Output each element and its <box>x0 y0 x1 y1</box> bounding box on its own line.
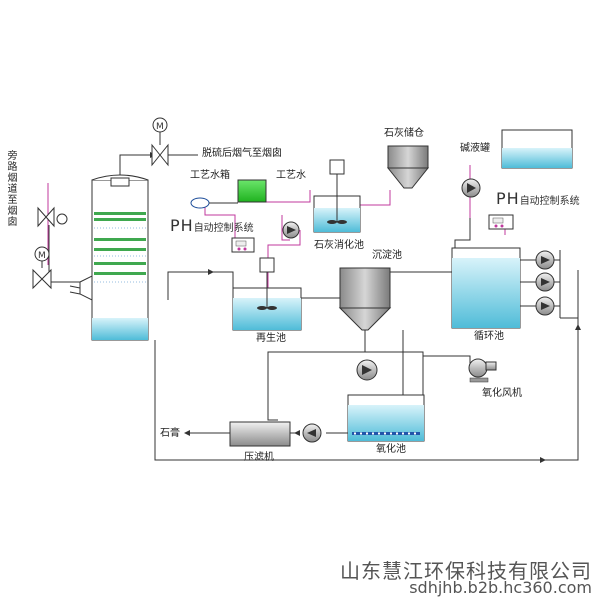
ph-system-left: PH自动控制系统 <box>170 218 254 237</box>
absorber-tower <box>69 174 149 341</box>
motor-valve-top <box>151 117 169 167</box>
process-water-pump <box>190 197 238 209</box>
ph-system-right: PH自动控制系统 <box>496 191 580 210</box>
motor-letter-top: M <box>156 122 164 132</box>
filter-press <box>229 421 291 447</box>
lime-silo <box>386 145 430 189</box>
label-process-tank: 工艺水箱 <box>190 170 230 181</box>
ph-controller-left <box>231 237 255 253</box>
footer-url: sdhjhb.b2b.hc360.com <box>409 578 592 597</box>
ph-system-right-small: 自动控制系统 <box>519 196 580 207</box>
label-lime-slaker: 石灰消化池 <box>314 240 364 251</box>
ph-system-right-big: PH <box>496 189 520 208</box>
filter-feed-pump <box>302 423 322 443</box>
check-valve-bypass <box>37 206 68 228</box>
footer-company: 山东慧江环保科技有限公司 <box>340 559 592 583</box>
ph-system-left-small: 自动控制系统 <box>193 223 254 234</box>
circulation-pool <box>451 247 521 329</box>
label-process-water: 工艺水 <box>276 170 306 181</box>
oxidation-pool <box>347 394 425 442</box>
label-desulf-gas: 脱硫后烟气至烟囱 <box>202 148 282 159</box>
circulation-pumps <box>535 250 555 316</box>
label-gypsum: 石膏 <box>160 428 180 439</box>
ph-system-left-big: PH <box>170 216 194 235</box>
motor-valve-bypass <box>32 246 52 290</box>
motor-letter-bypass: M <box>38 251 46 261</box>
label-circulation: 循环池 <box>474 331 504 342</box>
label-lime-silo: 石灰储仓 <box>384 128 424 139</box>
settling-tank <box>338 267 392 331</box>
regen-pool <box>232 257 302 331</box>
process-water-tank <box>237 179 267 203</box>
dosing-pump-regen <box>282 221 300 239</box>
label-oxidation-pool: 氧化池 <box>376 444 406 455</box>
lime-slaker <box>313 159 361 233</box>
label-bypass: 旁路烟道至烟囱 <box>5 150 16 227</box>
label-oxidation-fan: 氧化风机 <box>482 388 522 399</box>
alkali-tank <box>501 129 573 169</box>
label-regen: 再生池 <box>256 333 286 344</box>
alkali-pump <box>461 178 481 198</box>
oxidation-fan <box>468 358 497 383</box>
label-alkali-tank: 碱液罐 <box>460 143 490 154</box>
ph-controller-right <box>488 214 514 230</box>
label-settling: 沉淀池 <box>372 250 402 261</box>
label-filter-press: 压滤机 <box>244 452 274 463</box>
slurry-pump-settling <box>356 359 378 381</box>
